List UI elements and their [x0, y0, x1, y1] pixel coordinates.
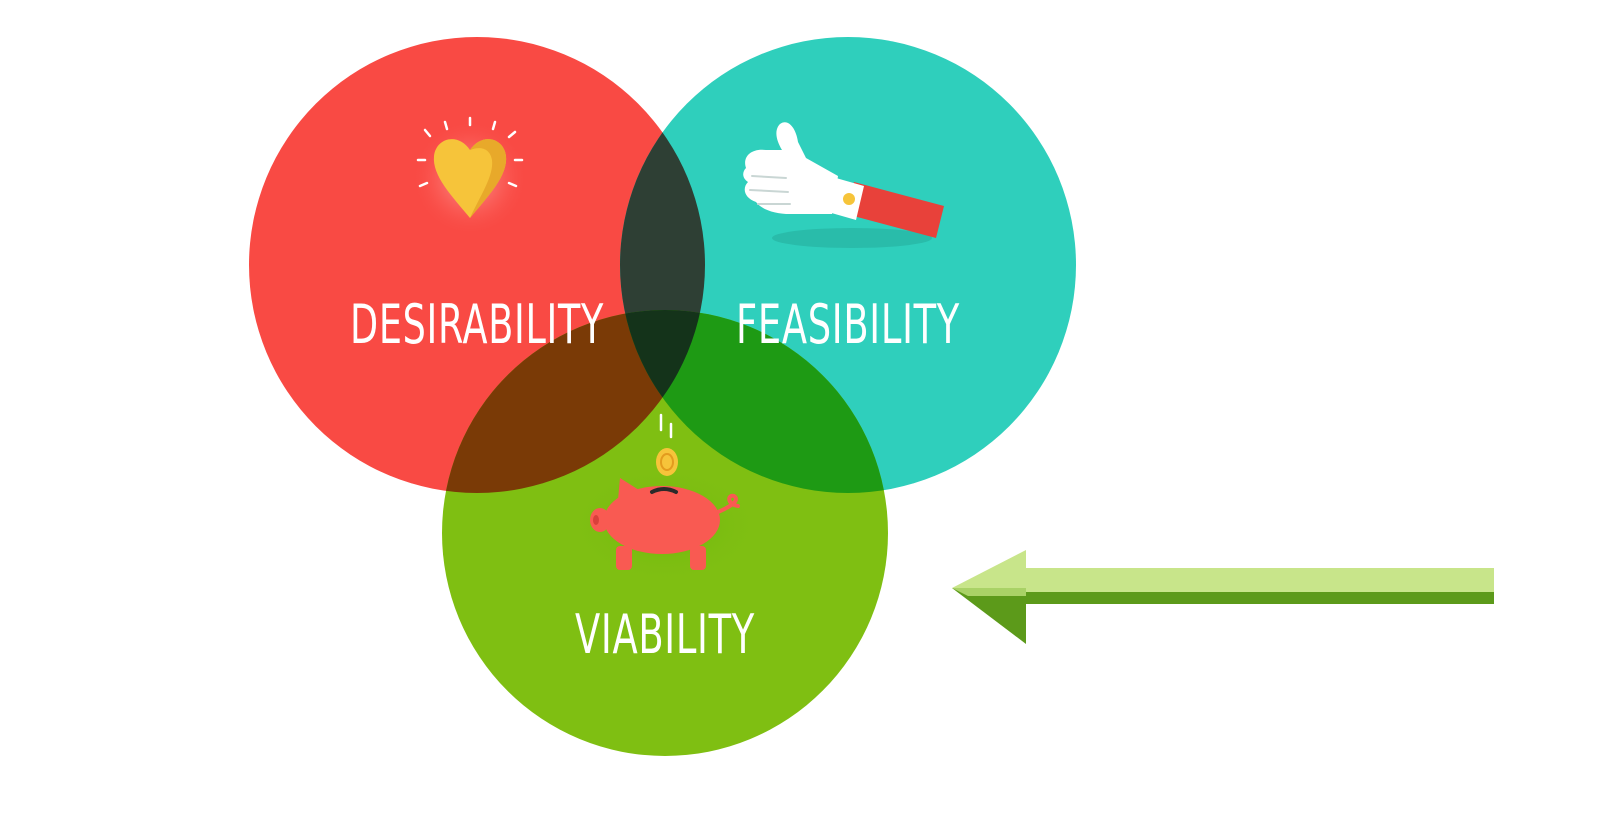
piggy-bank-coin-icon	[570, 413, 760, 583]
label-viability: VIABILITY	[575, 603, 755, 666]
arrow-left-icon	[952, 550, 1494, 644]
label-desirability: DESIRABILITY	[350, 293, 604, 356]
overlap-desirability-viability	[442, 310, 705, 493]
overlap-feasibility-viability	[620, 310, 888, 493]
thumbs-up-hand-icon	[743, 122, 944, 248]
label-feasibility: FEASIBILITY	[736, 293, 960, 356]
glowing-heart-icon	[412, 116, 528, 236]
